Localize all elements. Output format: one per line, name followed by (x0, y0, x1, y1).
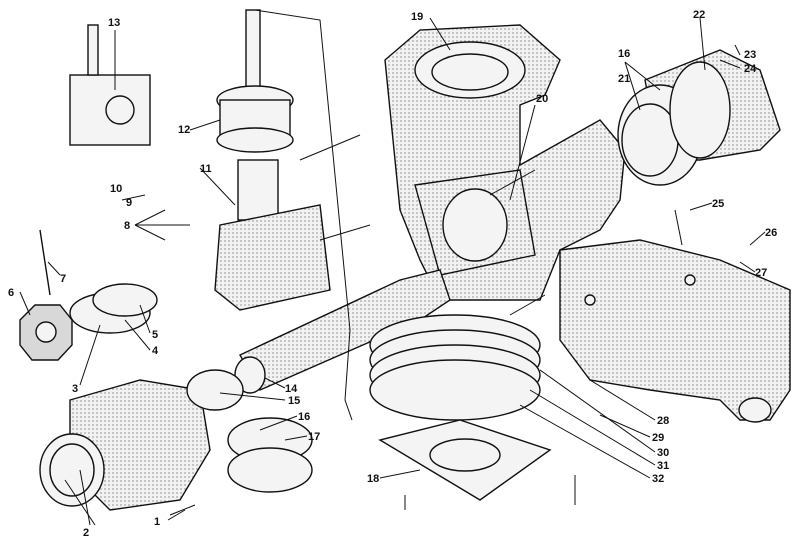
ring-5 (92, 283, 158, 317)
split-pin (39, 229, 51, 296)
callout-4: 4 (152, 345, 159, 357)
guide-line-a (254, 9, 353, 421)
callout-32: 32 (652, 473, 664, 485)
callout-5: 5 (152, 329, 158, 341)
bottom-flange (378, 419, 552, 501)
callout-numbers: 1 2 3 4 5 6 7 8 9 10 11 12 13 14 15 16 1… (8, 9, 777, 539)
bolts (169, 134, 683, 516)
callout-10: 10 (110, 183, 122, 195)
callout-28: 28 (657, 415, 669, 427)
callout-16-lower: 16 (298, 411, 310, 423)
callout-27: 27 (755, 267, 767, 279)
callout-12: 12 (178, 124, 190, 136)
callout-18: 18 (367, 473, 379, 485)
callout-8: 8 (124, 220, 130, 232)
callout-25: 25 (712, 198, 724, 210)
callout-7: 7 (60, 273, 66, 285)
callout-3: 3 (72, 383, 78, 395)
callout-26: 26 (765, 227, 777, 239)
callout-23: 23 (744, 49, 756, 61)
right-bearing-cover (617, 49, 781, 186)
callout-30: 30 (657, 447, 669, 459)
callout-17: 17 (308, 431, 320, 443)
callout-13: 13 (108, 17, 120, 29)
callout-2: 2 (83, 527, 89, 539)
leader-lines (19, 17, 766, 526)
vertical-shaft-assembly (214, 9, 331, 311)
callout-29: 29 (652, 432, 664, 444)
callout-14: 14 (285, 383, 298, 395)
small-pump-unit (69, 24, 151, 146)
callout-21: 21 (618, 73, 630, 85)
gasket-stack (369, 314, 541, 421)
callout-15: 15 (288, 395, 300, 407)
callout-22: 22 (693, 9, 705, 21)
callout-20: 20 (536, 93, 548, 105)
castle-nut (19, 304, 73, 361)
callout-9: 9 (126, 197, 132, 209)
callout-19: 19 (411, 11, 423, 23)
housing-casting (384, 24, 626, 301)
callout-1: 1 (154, 516, 160, 528)
callout-24: 24 (744, 63, 757, 75)
callout-11: 11 (200, 163, 212, 175)
callout-16-upper: 16 (618, 48, 630, 60)
mounting-bracket (559, 239, 791, 423)
callout-31: 31 (657, 460, 669, 472)
flange-hub (39, 379, 211, 511)
lower-bearing (186, 369, 313, 493)
callout-6: 6 (8, 287, 14, 299)
